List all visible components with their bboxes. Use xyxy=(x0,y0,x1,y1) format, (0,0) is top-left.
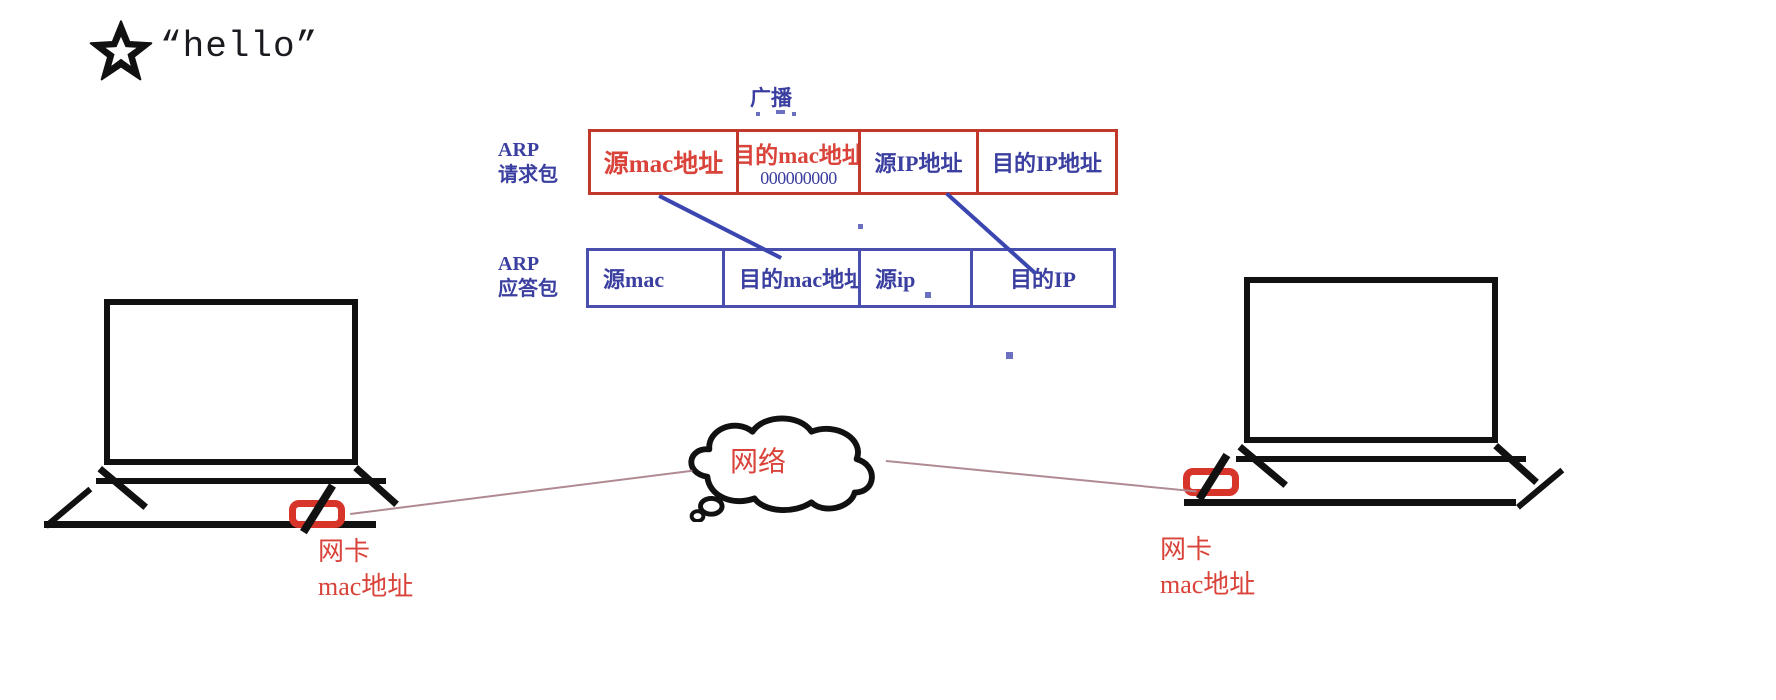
arp-request-cell-dest-mac: 目的mac地址 000000000 xyxy=(739,132,861,192)
cell-text: 源ip xyxy=(875,267,916,292)
cell-text: 源mac xyxy=(603,267,665,292)
arp-request-side-label: ARP 请求包 xyxy=(498,138,558,188)
left-host-screen xyxy=(104,299,358,465)
arp-request-label-line2: 请求包 xyxy=(498,164,558,186)
arp-reply-cell-source-ip: 源ip xyxy=(861,251,973,305)
network-cloud-label: 网络 xyxy=(730,447,787,478)
cell-text: 目的mac地址 xyxy=(739,267,861,292)
right-host-nic-label: 网卡 mac地址 xyxy=(1160,532,1255,602)
cell-text: 目的IP xyxy=(1009,267,1076,292)
arp-request-label-line1: ARP xyxy=(498,139,540,161)
ink-speck xyxy=(858,224,863,229)
arp-request-cell-source-ip: 源IP地址 xyxy=(861,132,979,192)
network-cloud-icon xyxy=(688,415,875,522)
wire-cloud-to-right-host xyxy=(885,460,1197,493)
left-host-hinge-right xyxy=(353,465,399,508)
left-nic-label-line1: 网卡 xyxy=(318,537,371,566)
arp-reply-packet-table: 源mac 目的mac地址 源ip 目的IP xyxy=(586,248,1116,308)
ink-speck xyxy=(1006,352,1013,359)
cell-text: 目的mac地址 xyxy=(739,142,861,168)
cell-subtext: 000000000 xyxy=(760,167,837,188)
left-host-base-front xyxy=(44,521,376,528)
wire-left-host-to-cloud xyxy=(350,469,693,515)
cell-text: 源IP地址 xyxy=(874,151,963,176)
right-host-base-front xyxy=(1184,499,1516,506)
arp-reply-label-line2: 应答包 xyxy=(498,278,558,300)
left-host-hinge-left xyxy=(97,466,148,510)
ink-speck xyxy=(925,292,931,298)
arp-reply-cell-dest-ip: 目的IP xyxy=(973,251,1113,305)
arp-reply-side-label: ARP 应答包 xyxy=(498,252,558,302)
arp-reply-cell-dest-mac: 目的mac地址 xyxy=(725,251,861,305)
right-host-hinge-right xyxy=(1493,443,1539,486)
arp-request-packet-table: 源mac地址 目的mac地址 000000000 源IP地址 目的IP地址 xyxy=(588,129,1118,195)
right-host-hinge-left xyxy=(1237,444,1288,488)
arp-request-cell-dest-ip: 目的IP地址 xyxy=(979,132,1115,192)
hello-annotation-text: “hello” xyxy=(160,26,319,67)
right-nic-label-line2: mac地址 xyxy=(1160,570,1256,600)
ink-speck xyxy=(756,112,760,116)
broadcast-label: 广播 xyxy=(750,86,792,110)
arp-reply-label-line1: ARP xyxy=(498,253,540,275)
cell-text: 源mac地址 xyxy=(603,151,724,178)
left-host-nic-label: 网卡 mac地址 xyxy=(318,534,413,604)
right-host-base-back xyxy=(1236,456,1526,462)
ink-speck xyxy=(776,110,785,114)
star-icon xyxy=(89,20,153,81)
cell-text: 目的IP地址 xyxy=(991,151,1102,176)
right-host-screen xyxy=(1244,277,1498,443)
arp-request-cell-source-mac: 源mac地址 xyxy=(591,132,739,192)
right-nic-label-line1: 网卡 xyxy=(1160,535,1213,564)
ink-speck xyxy=(792,112,796,116)
left-nic-label-line2: mac地址 xyxy=(318,572,414,602)
arp-reply-cell-source-mac: 源mac xyxy=(589,251,725,305)
left-host-base-back xyxy=(96,478,386,484)
